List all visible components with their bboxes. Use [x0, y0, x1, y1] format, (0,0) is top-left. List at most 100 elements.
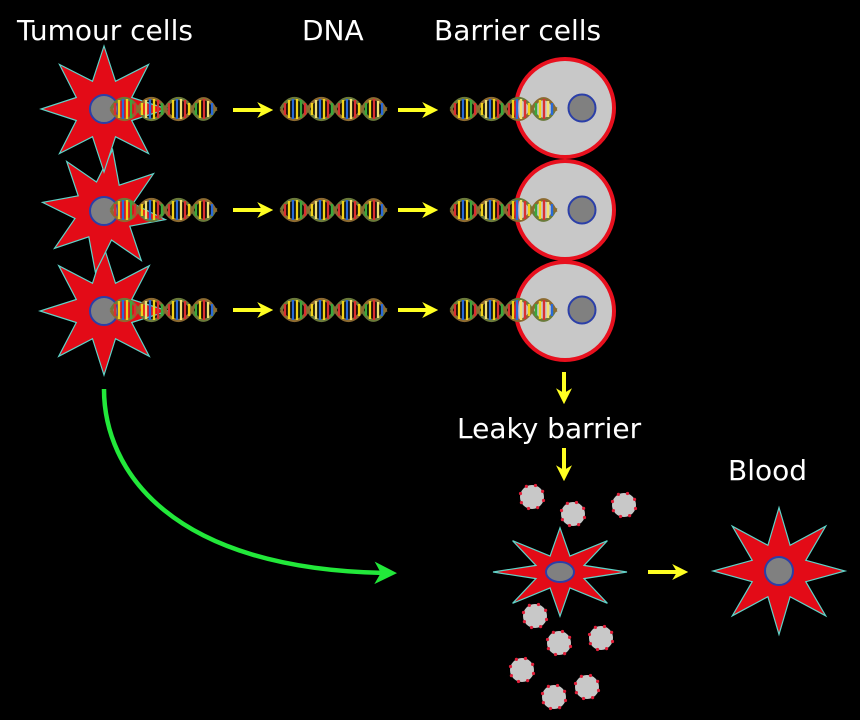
debris-rim-dot [553, 652, 558, 657]
debris-fragment [521, 602, 549, 630]
debris-rim-dot [581, 696, 586, 701]
debris-rim-dot [568, 635, 572, 640]
debris-rim-dot [577, 523, 581, 527]
dna-helix-icon [279, 197, 388, 223]
debris-body [612, 493, 636, 517]
dna-row-3 [109, 297, 558, 323]
debris-rim-dot [514, 657, 519, 662]
debris-rim-dot [574, 691, 579, 695]
debris-rim-dot [633, 497, 637, 501]
blood-tumour-cell [710, 505, 848, 637]
debris-fragment [545, 629, 573, 657]
debris-rim-dot [526, 506, 531, 511]
debris-rim-dot [524, 484, 529, 488]
debris-rim-dot [611, 509, 616, 513]
debris-fragment [610, 491, 638, 519]
label-blood: Blood [728, 454, 807, 487]
debris-rim-dot [610, 639, 615, 644]
heading-dna: DNA [302, 14, 364, 47]
debris-rim-dot [633, 506, 638, 511]
debris-rim-dot [595, 647, 600, 652]
debris-rim-dot [541, 498, 546, 503]
nucleus-icon [567, 93, 597, 123]
debris-rim-dot [555, 683, 560, 688]
nucleus-icon [545, 561, 575, 583]
debris-rim-dot [526, 679, 530, 683]
debris-fragment [508, 656, 536, 684]
nucleus-icon [764, 556, 794, 586]
debris-rim-dot [527, 603, 532, 608]
debris-rim-dot [529, 625, 534, 630]
dna-helix-icon [449, 297, 558, 323]
tumour-cell-2 [40, 147, 168, 275]
debris-rim-dot [610, 630, 614, 635]
dna-helix-icon [279, 96, 388, 122]
dna-helix-icon [109, 197, 218, 223]
debris-rim-dot [558, 706, 562, 710]
dna-row-1 [109, 96, 558, 122]
debris-fragment [540, 683, 568, 711]
heading-barrier-cells: Barrier cells [434, 14, 601, 47]
debris-body [520, 485, 544, 509]
debris-body [523, 604, 547, 628]
debris-rim-dot [563, 689, 567, 694]
debris-rim-dot [560, 518, 565, 522]
debris-body [589, 626, 613, 650]
debris-rim-dot [551, 630, 556, 635]
debris-rim-dot [582, 506, 586, 510]
debris-rim-dot [567, 523, 572, 528]
debris-rim-dot [523, 656, 528, 661]
debris-rim-dot [539, 625, 543, 629]
debris-rim-dot [559, 508, 564, 513]
barrier-cell-2 [514, 159, 616, 261]
debris-rim-dot [582, 515, 587, 520]
debris-rim-dot [563, 652, 567, 656]
debris-rim-dot [518, 491, 523, 496]
debris-body [542, 685, 566, 709]
debris-rim-dot [508, 664, 513, 669]
debris-body [561, 502, 585, 526]
debris-fragment [518, 483, 546, 511]
debris-rim-dot [568, 644, 573, 649]
escaping-tumour-cell [492, 525, 628, 619]
debris-rim-dot [618, 514, 623, 519]
debris-rim-dot [574, 500, 579, 505]
barrier-cell-3 [514, 260, 616, 362]
debris-fragment [573, 673, 601, 701]
debris-rim-dot [588, 642, 593, 646]
debris-rim-dot [541, 489, 545, 493]
metastasis-arrow-icon [101, 388, 397, 585]
debris-rim-dot [533, 483, 538, 488]
debris-rim-dot [602, 624, 607, 629]
debris-rim-dot [536, 602, 541, 607]
debris-rim-dot [516, 679, 521, 684]
dna-helix-icon [279, 297, 388, 323]
debris-rim-dot [596, 679, 600, 684]
dna-helix-icon [449, 197, 558, 223]
debris-rim-dot [544, 617, 549, 622]
debris-rim-dot [522, 620, 527, 624]
debris-rim-dot [544, 608, 548, 613]
debris-rim-dot [588, 673, 593, 678]
debris-rim-dot [605, 647, 609, 651]
debris-body [547, 631, 571, 655]
debris-rim-dot [531, 662, 535, 667]
tumour-cell-1 [39, 44, 169, 174]
debris-rim-dot [625, 491, 630, 496]
debris-rim-dot [579, 674, 584, 679]
debris-rim-dot [560, 629, 565, 634]
debris-rim-dot [548, 706, 553, 711]
dna-helix-icon [109, 297, 218, 323]
barrier-debris [508, 483, 638, 711]
debris-rim-dot [563, 698, 568, 703]
debris-body [575, 675, 599, 699]
debris-rim-dot [610, 499, 615, 504]
debris-rim-dot [540, 691, 545, 696]
debris-rim-dot [596, 688, 601, 693]
dna-row-2 [109, 197, 558, 223]
debris-rim-dot [541, 701, 546, 705]
label-leaky-barrier: Leaky barrier [457, 412, 642, 445]
debris-rim-dot [521, 610, 526, 615]
debris-rim-dot [531, 671, 536, 676]
